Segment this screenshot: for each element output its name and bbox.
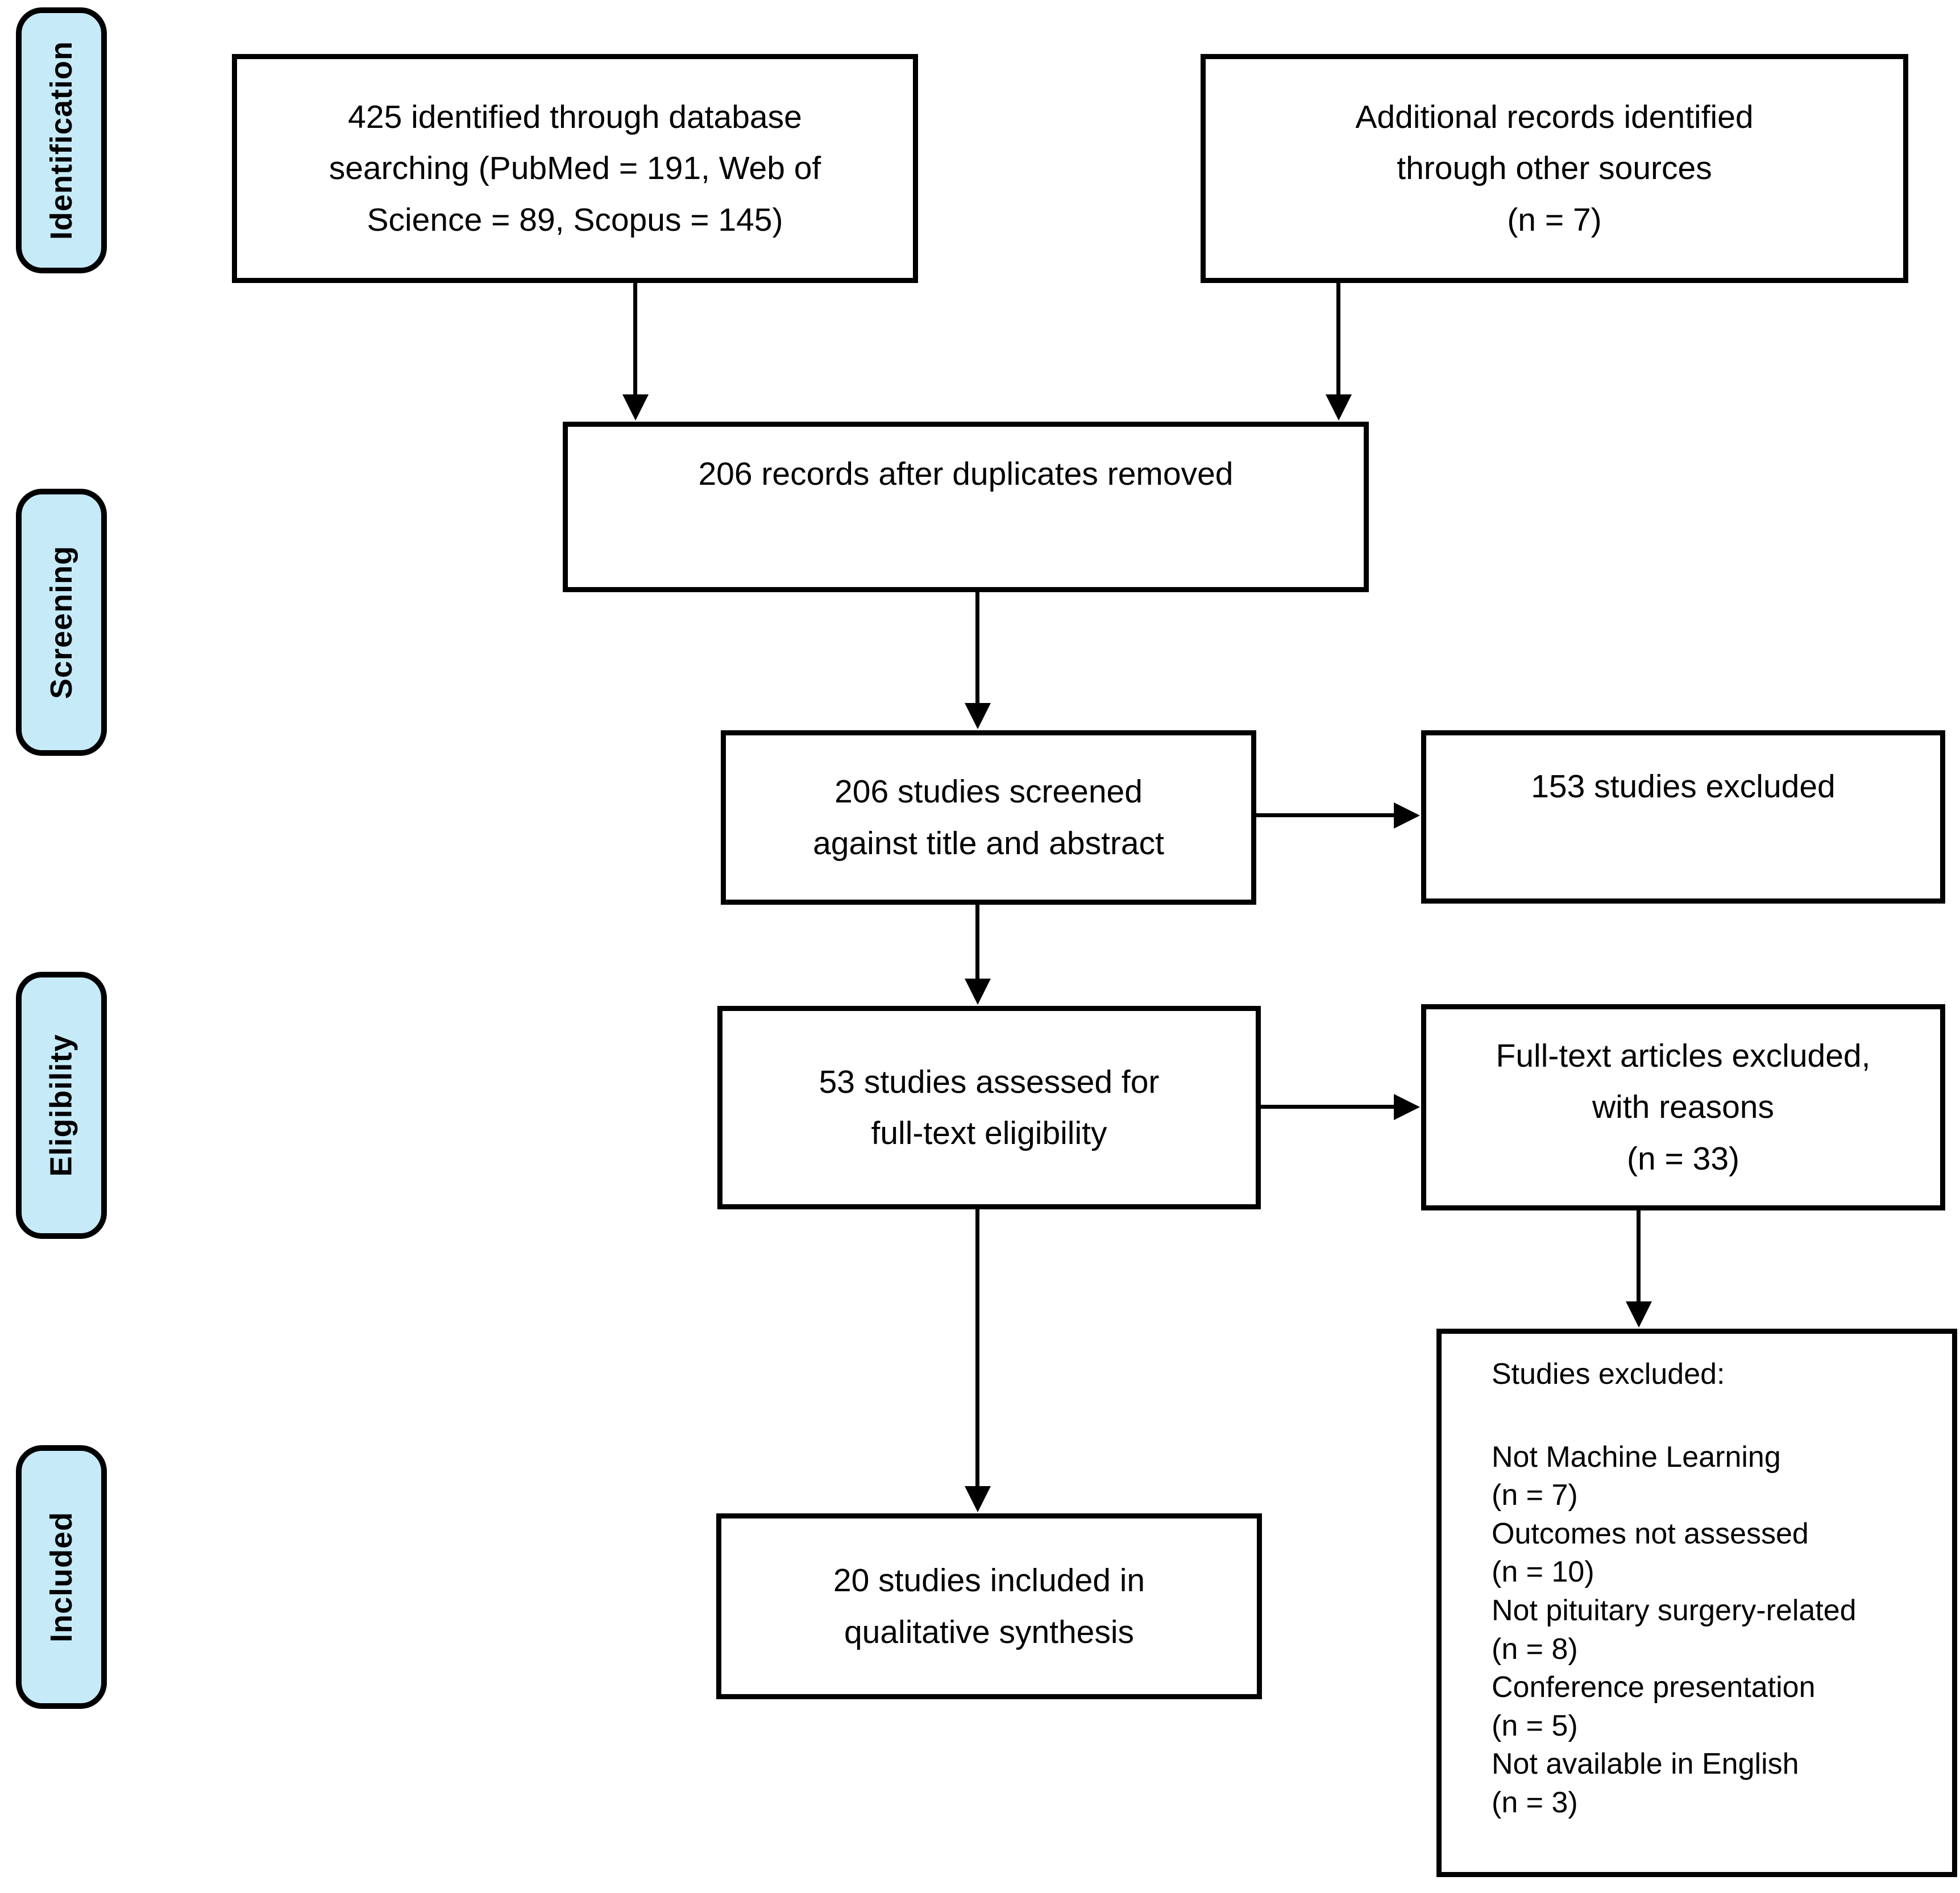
exclusion-reason-count: (n = 5) <box>1492 1709 1578 1742</box>
arrow-fulltext-to-excluded <box>1261 1105 1394 1109</box>
stage-identification: Identification <box>16 7 107 273</box>
stage-screening-label: Screening <box>44 545 78 700</box>
box-screened: 206 studies screened against title and a… <box>721 730 1256 905</box>
exclusion-reason: Not available in English <box>1492 1748 1799 1781</box>
stage-eligibility-label: Eligibility <box>44 1034 78 1177</box>
box-exclusion-reasons: Studies excluded: Not Machine Learning (… <box>1436 1329 1957 1877</box>
arrow-duplicates-to-screened <box>975 592 979 703</box>
exclusion-reason: Conference presentation <box>1492 1671 1816 1704</box>
arrow-excluded-to-reasons <box>1637 1210 1641 1301</box>
exclusion-reason-count: (n = 7) <box>1492 1479 1578 1512</box>
stage-screening: Screening <box>16 489 107 756</box>
stage-included-label: Included <box>44 1511 79 1643</box>
box-other-sources: Additional records identified through ot… <box>1201 54 1908 283</box>
arrow-screened-to-fulltext <box>975 905 979 979</box>
arrow-other-sources-to-duplicates <box>1336 283 1340 394</box>
stage-eligibility: Eligibility <box>16 972 107 1239</box>
arrow-fulltext-to-included <box>975 1209 979 1486</box>
exclusion-reason-count: (n = 8) <box>1492 1632 1578 1666</box>
exclusion-reason: Outcomes not assessed <box>1492 1517 1809 1550</box>
box-fulltext-excluded: Full-text articles excluded, with reason… <box>1421 1004 1945 1210</box>
box-screening-excluded: 153 studies excluded <box>1421 730 1945 904</box>
exclusion-reason: Not pituitary surgery-related <box>1492 1594 1857 1627</box>
stage-included: Included <box>16 1445 107 1709</box>
box-database-search: 425 identified through database searchin… <box>232 54 918 283</box>
box-after-duplicates: 206 records after duplicates removed <box>563 422 1369 592</box>
exclusion-reasons-title: Studies excluded: <box>1492 1358 1725 1391</box>
exclusion-reason-count: (n = 10) <box>1492 1555 1594 1589</box>
arrow-database-to-duplicates <box>633 283 637 394</box>
box-included-synthesis: 20 studies included in qualitative synth… <box>716 1513 1262 1699</box>
exclusion-reason: Not Machine Learning <box>1492 1440 1781 1474</box>
stage-identification-label: Identification <box>44 41 78 240</box>
arrow-screened-to-excluded <box>1256 813 1394 817</box>
exclusion-reason-count: (n = 3) <box>1492 1786 1578 1819</box>
box-fulltext-assessed: 53 studies assessed for full-text eligib… <box>717 1006 1261 1209</box>
